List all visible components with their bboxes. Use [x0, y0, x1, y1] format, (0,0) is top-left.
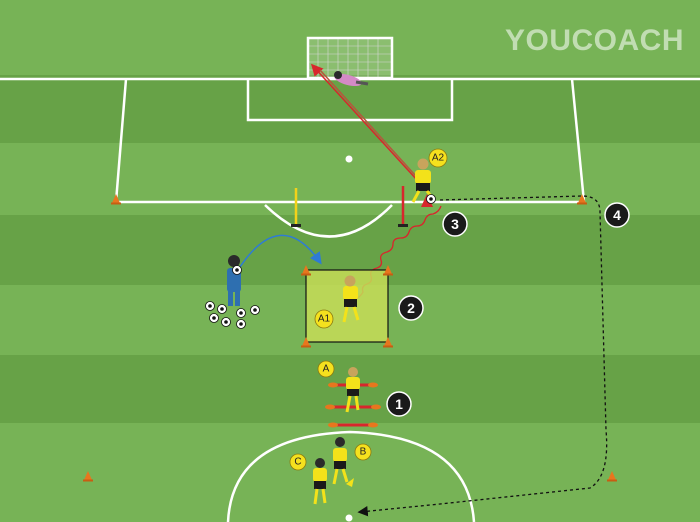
step-badge-2: 2 — [398, 295, 424, 321]
player-a — [345, 367, 360, 413]
svg-text:3: 3 — [451, 216, 459, 232]
run-path-4 — [357, 195, 608, 517]
label-badge-a2: A2 — [428, 148, 448, 168]
svg-text:1: 1 — [395, 396, 403, 412]
penalty-area — [114, 78, 586, 204]
shot-arrow — [310, 63, 429, 193]
shot-path — [319, 69, 425, 186]
goal-icon — [306, 36, 394, 80]
svg-text:C: C — [294, 457, 301, 468]
player-c — [313, 458, 327, 505]
svg-text:B: B — [360, 447, 367, 458]
player-b — [332, 437, 354, 487]
goal-area — [246, 79, 454, 122]
svg-text:2: 2 — [407, 300, 415, 316]
goalkeeper-diving — [334, 71, 369, 87]
penalty-spot — [345, 155, 353, 163]
label-badge-a1: A1 — [314, 309, 334, 329]
center-circle — [226, 430, 476, 522]
svg-text:A: A — [323, 364, 330, 375]
center-spot — [345, 514, 353, 522]
svg-text:4: 4 — [613, 207, 621, 223]
svg-text:A2: A2 — [432, 153, 445, 164]
step-badge-1: 1 — [386, 391, 412, 417]
label-badge-c: C — [289, 453, 307, 471]
penalty-arc — [264, 204, 393, 238]
watermark-logo: YOUCOACH — [505, 24, 685, 57]
step-badge-4: 4 — [604, 202, 630, 228]
pole-icon — [398, 186, 408, 227]
coach-player — [227, 255, 242, 306]
label-badge-b: B — [354, 443, 372, 461]
player-a1 — [342, 275, 360, 323]
label-badge-a: A — [317, 360, 335, 378]
svg-text:A1: A1 — [318, 314, 331, 325]
player-a2 — [411, 158, 436, 204]
step-badge-3: 3 — [442, 211, 468, 237]
pass-arrow — [237, 234, 322, 271]
pole-icon — [291, 188, 301, 227]
